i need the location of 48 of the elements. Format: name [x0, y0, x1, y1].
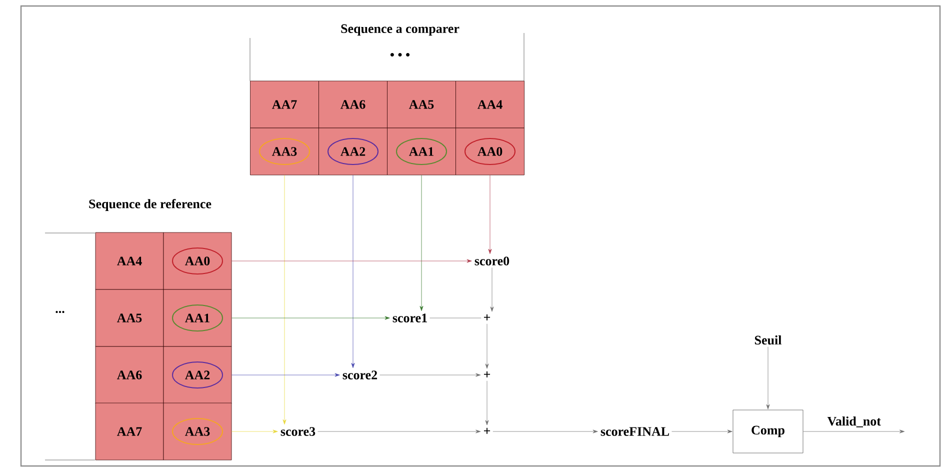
- arrow: [803, 430, 905, 434]
- arrow: [485, 380, 489, 426]
- signal-name: Seuil: [754, 335, 782, 345]
- arrow: [380, 373, 481, 377]
- table-cell: AA0: [163, 232, 232, 290]
- table-cell: AA6: [95, 346, 164, 404]
- comparator-box: Comp: [732, 410, 804, 454]
- arrow: [282, 175, 286, 424]
- arrow: [318, 430, 481, 434]
- ellipsis: • • •: [390, 52, 410, 56]
- table-cell: AA7: [250, 80, 319, 128]
- signal-name: score1: [392, 314, 427, 322]
- arrow: [490, 267, 494, 312]
- table-cell: AA2: [318, 128, 388, 176]
- arrow: [492, 430, 598, 434]
- arrow: [420, 175, 424, 311]
- adder-sign: +: [484, 428, 490, 434]
- table-cell: AA5: [387, 80, 456, 128]
- arrow: [351, 175, 355, 368]
- table-cell: AA0: [456, 128, 524, 176]
- sequence-title: Sequence a comparer: [341, 24, 460, 36]
- signal-name: score2: [342, 370, 378, 380]
- arrow: [766, 346, 770, 410]
- signal-name: scoreFINAL: [600, 427, 669, 436]
- edge-label: Valid_not: [826, 415, 882, 428]
- table-cell: AA1: [163, 289, 232, 347]
- arrow: [232, 430, 278, 434]
- arrow: [232, 373, 340, 377]
- table-cell: AA2: [163, 346, 232, 404]
- arrow: [488, 175, 492, 254]
- arrow: [672, 430, 732, 434]
- adder-sign: +: [484, 371, 490, 378]
- signal-name: score0: [474, 256, 510, 266]
- signal-name: score3: [280, 427, 316, 436]
- arrow: [232, 316, 390, 320]
- table-cell: AA3: [163, 402, 232, 460]
- arrow: [485, 324, 489, 369]
- arrow: [232, 259, 472, 263]
- adder-sign: +: [484, 314, 490, 320]
- table-cell: AA3: [250, 128, 319, 176]
- sequence-title: Sequence de reference: [89, 199, 212, 211]
- table-cell: AA4: [95, 232, 164, 290]
- table-cell: AA5: [95, 289, 164, 347]
- table-cell: AA7: [95, 402, 164, 460]
- table-cell: AA4: [456, 80, 524, 128]
- ellipsis: ...: [56, 310, 64, 314]
- table-cell: AA6: [318, 80, 388, 128]
- table-cell: AA1: [387, 128, 456, 176]
